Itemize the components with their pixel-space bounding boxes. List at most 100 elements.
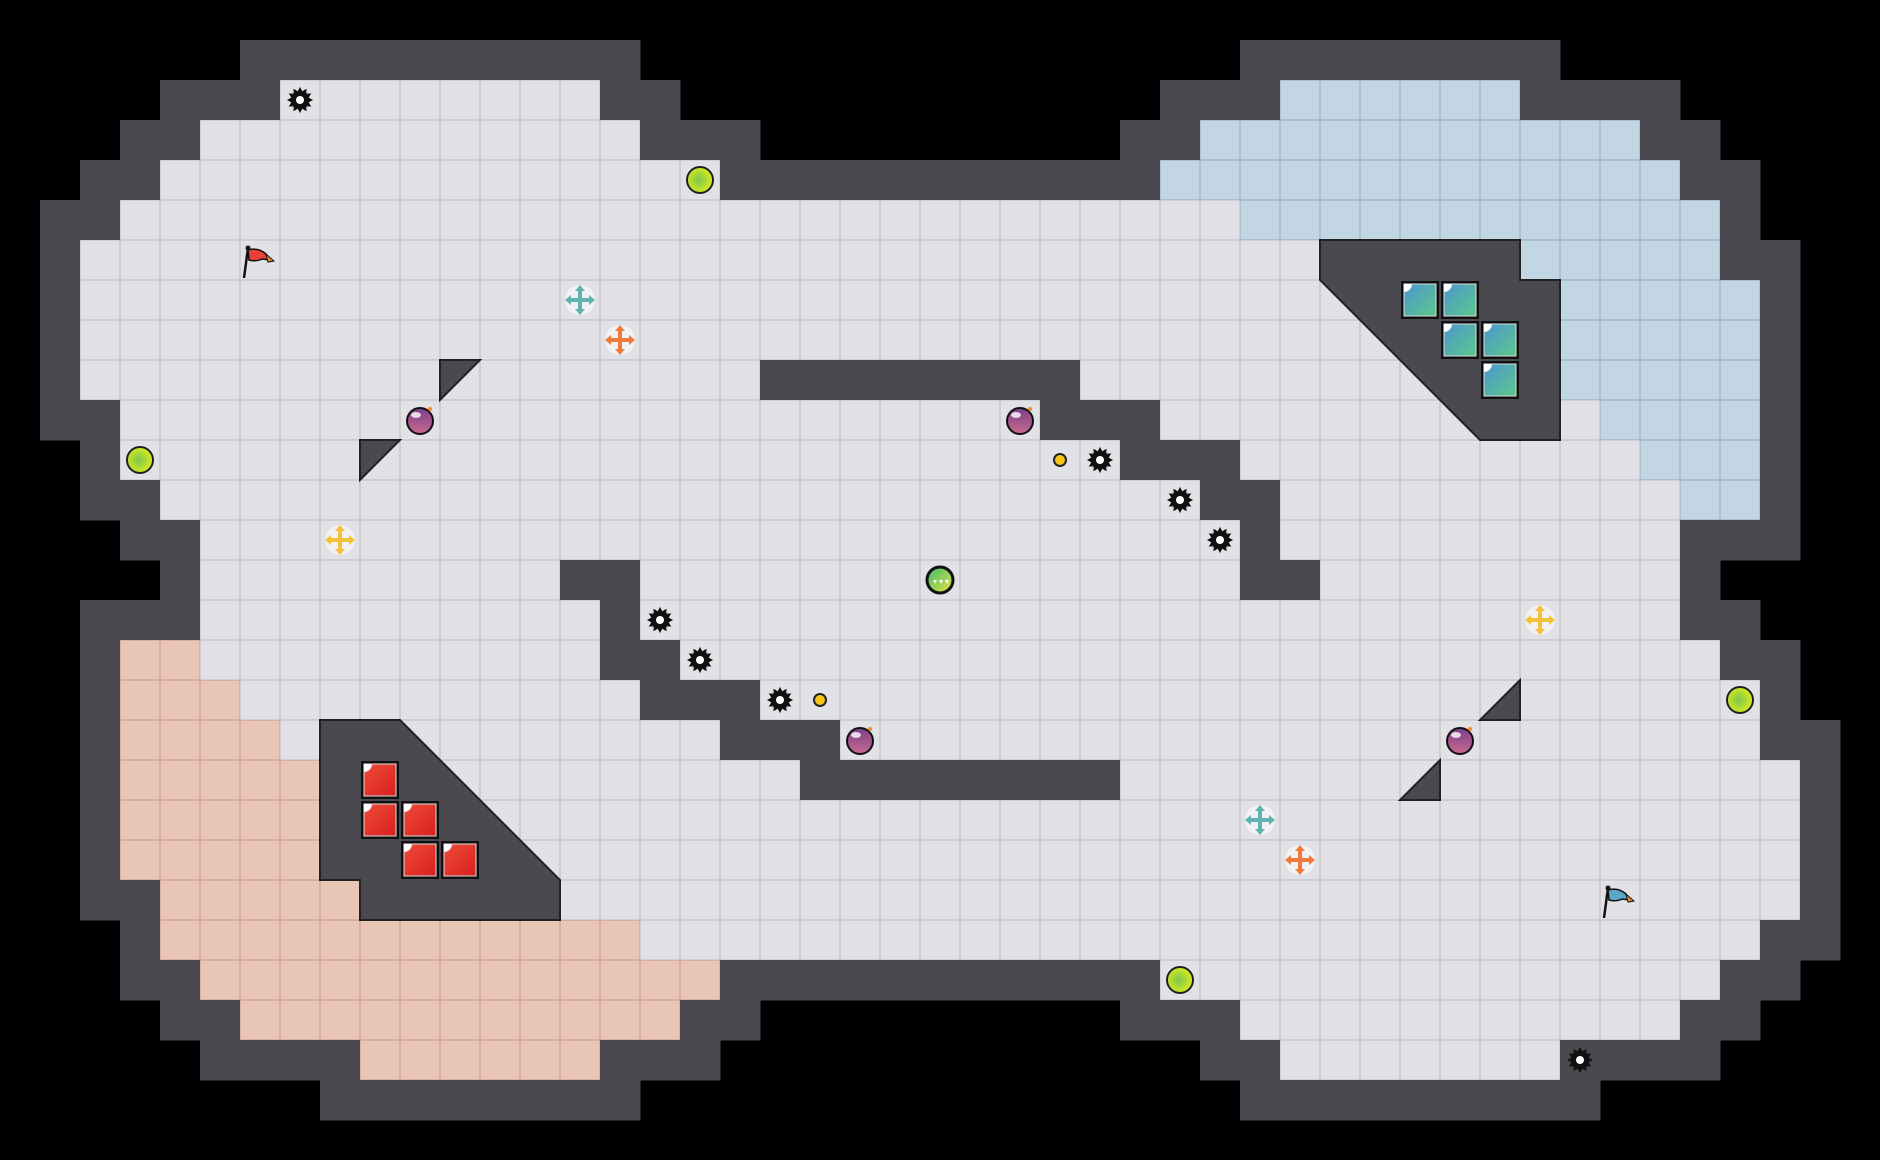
wall-tile [200,80,241,121]
wall-tile [1000,360,1041,401]
wall-tile [1040,360,1081,401]
wall-tile [240,1040,281,1081]
wall-tile [80,640,121,681]
wall-tile [160,80,201,121]
wall-tile [800,160,841,201]
wall-tile [1560,80,1601,121]
wall-tile [680,120,721,161]
wall-tile [1760,960,1801,1001]
wall-tile [160,120,201,161]
wall-tile [1240,1080,1281,1121]
wall-tile [1000,960,1041,1001]
wall-tile [160,1000,201,1041]
wall-tile [320,1040,361,1081]
wall-tile [640,80,681,121]
wall-tile [160,600,201,641]
wall-tile [1360,40,1401,81]
wall-tile [920,160,961,201]
wall-tile [1240,80,1281,121]
wall-tile [200,1040,241,1081]
wall-tile [800,360,841,401]
wall-tile [920,760,961,801]
green-ball-icon [925,565,955,595]
wall-tile [1800,800,1841,841]
wall-tile [280,40,321,81]
wall-tile [40,280,81,321]
small-dot-icon [1053,453,1067,467]
wall-tile [80,160,121,201]
wall-tile [840,360,881,401]
bomb-icon [406,407,434,435]
coin-icon [1726,686,1754,714]
wall-tile [800,960,841,1001]
wall-tile [80,720,121,761]
wall-wedge [1477,677,1521,721]
wall-tile [1320,1080,1361,1121]
wall-tile [280,1040,321,1081]
wall-tile [1120,440,1161,481]
bomb-icon [846,727,874,755]
wall-tile [1720,960,1761,1001]
move-arrows-icon [325,525,355,555]
wall-tile [600,40,641,81]
wall-tile [1480,40,1521,81]
wall-tile [1760,720,1801,761]
blue-flag-icon [1602,885,1636,919]
wall-tile [1280,560,1321,601]
wall-tile [1720,160,1761,201]
wall-tile [1600,1040,1641,1081]
wall-tile [1800,920,1841,961]
wall-tile [1080,960,1121,1001]
wall-tile [1000,160,1041,201]
wall-tile [1760,240,1801,281]
wall-tile [1240,40,1281,81]
wall-tile [1800,720,1841,761]
wall-tile [440,1080,481,1121]
wall-tile [1080,160,1121,201]
wall-tile [760,720,801,761]
wall-tile [120,960,161,1001]
wall-tile [840,160,881,201]
wall-tile [880,960,921,1001]
wall-tile [480,40,521,81]
wall-tile [560,560,601,601]
wall-tile [400,40,441,81]
wall-tile [1040,400,1081,441]
wall-tile [1760,640,1801,681]
wall-tile [600,1040,641,1081]
wall-tile [1280,1080,1321,1121]
wall-tile [1680,160,1721,201]
wall-tile [1680,1040,1721,1081]
wall-tile [40,400,81,441]
wall-tile [600,600,641,641]
wall-tile [1440,1080,1481,1121]
wall-tile [640,640,681,681]
wall-tile [120,920,161,961]
wall-tile [120,880,161,921]
wall-tile [640,1040,681,1081]
wall-tile [1520,1080,1561,1121]
wall-tile [760,960,801,1001]
bomb-icon [1006,407,1034,435]
teal-block [1443,323,1477,357]
wall-tile [1760,920,1801,961]
wall-tile [120,600,161,641]
wall-tile [1120,120,1161,161]
wall-tile [1720,1000,1761,1041]
wall-tile [680,680,721,721]
wall-tile [80,880,121,921]
wall-tile [880,360,921,401]
wall-tile [1120,1000,1161,1041]
wall-tile [720,720,761,761]
wall-tile [360,1080,401,1121]
wall-tile [40,360,81,401]
wall-tile [1160,1000,1201,1041]
wall-tile [1800,840,1841,881]
wall-tile [40,240,81,281]
wall-tile [680,1040,721,1081]
wall-tile [1720,240,1761,281]
wall-tile [480,1080,521,1121]
wall-tile [720,680,761,721]
move-arrows-icon [1525,605,1555,635]
wall-tile [1040,160,1081,201]
